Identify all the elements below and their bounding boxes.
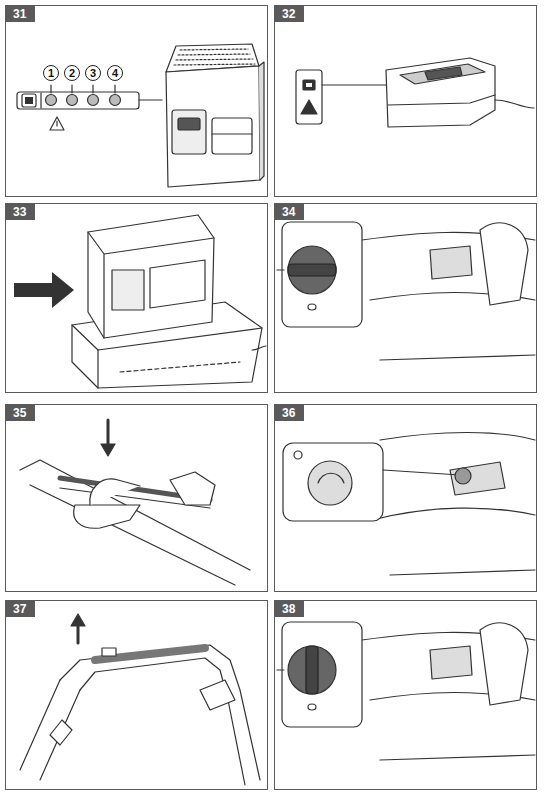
callout-circle: 3 (85, 65, 101, 81)
panel-number: 34 (275, 204, 304, 220)
panel-frame: 33 (5, 203, 268, 393)
panel-number: 35 (6, 405, 35, 421)
panel-frame: 38 (274, 600, 537, 790)
panel-number: 36 (275, 405, 304, 421)
panel-number: 33 (6, 204, 35, 220)
panel-frame: 36 (274, 404, 537, 592)
panel-frame: 35 (5, 404, 268, 592)
panel-number: 32 (275, 6, 304, 22)
panel-frame: 32 (274, 5, 537, 197)
panel-number: 31 (6, 6, 35, 22)
callout-number: 3 (90, 68, 96, 79)
callout-circle: 4 (107, 65, 123, 81)
panel-frame: 31 1 2 3 4 (5, 5, 268, 197)
callout-circle: 1 (43, 65, 59, 81)
callout-circle: 2 (64, 65, 80, 81)
panel-frame: 34 (274, 203, 537, 393)
callout-number: 1 (48, 68, 54, 79)
callout-number: 4 (112, 68, 118, 79)
callout-number: 2 (69, 68, 75, 79)
panel-number: 38 (275, 601, 304, 617)
panel-number: 37 (6, 601, 35, 617)
panel-frame: 37 (5, 600, 268, 790)
